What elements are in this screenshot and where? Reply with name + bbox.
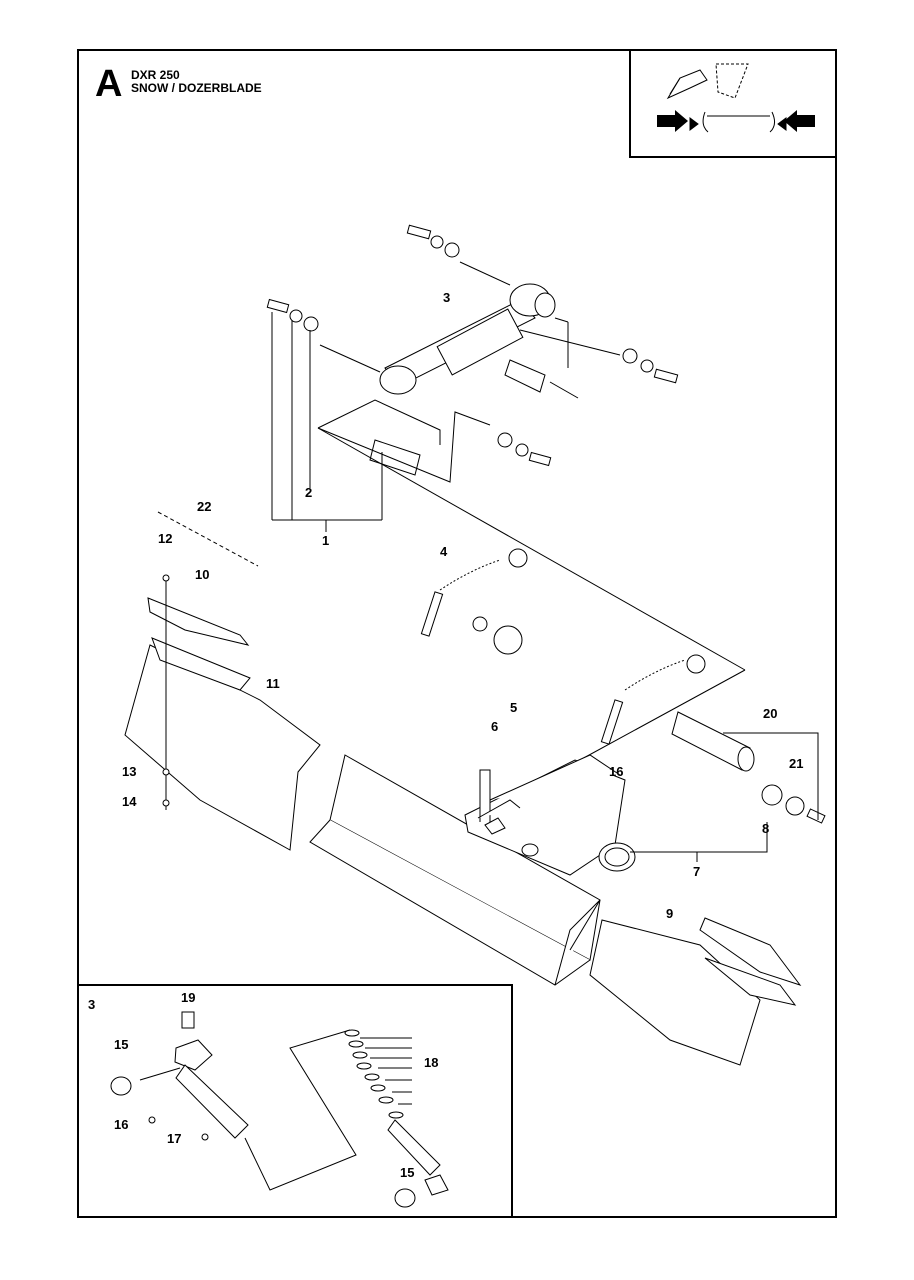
callout-10: 10 <box>195 567 209 582</box>
callout-16: 16 <box>609 764 623 779</box>
callout-17: 17 <box>167 1131 181 1146</box>
callout-16-b: 16 <box>114 1117 128 1132</box>
callout-19: 19 <box>181 990 195 1005</box>
callout-20: 20 <box>763 706 777 721</box>
hydraulic-cylinder <box>369 283 556 476</box>
linch-pins <box>420 548 706 745</box>
callout-3: 3 <box>443 290 450 305</box>
left-wing-blade <box>124 574 321 851</box>
dozer-blade <box>309 754 601 986</box>
callout-21: 21 <box>789 756 803 771</box>
detail-label: 3 <box>88 997 95 1012</box>
callout-6: 6 <box>491 719 498 734</box>
arrow-left-icon <box>784 110 815 132</box>
section-title: SNOW / DOZERBLADE <box>131 81 262 95</box>
callout-labels: 1 2 3 4 5 6 7 8 9 10 11 12 13 14 16 20 2… <box>122 290 803 921</box>
section-letter: A <box>95 63 123 105</box>
callout-15-b: 15 <box>400 1165 414 1180</box>
callout-13: 13 <box>122 764 136 779</box>
callout-4: 4 <box>440 544 448 559</box>
callout-5: 5 <box>510 700 517 715</box>
callout-12: 12 <box>158 531 172 546</box>
hardware-bolts <box>266 224 679 467</box>
model-name: DXR 250 <box>131 68 180 82</box>
callout-2: 2 <box>305 485 312 500</box>
callout-8: 8 <box>762 821 769 836</box>
detail-spring-stack <box>344 1029 449 1208</box>
right-wing-blade <box>589 917 802 1066</box>
orientation-inset <box>629 49 837 158</box>
callout-11: 11 <box>266 676 280 691</box>
callout-22: 22 <box>197 499 211 514</box>
pivot-pin <box>630 711 826 862</box>
callout-14: 14 <box>122 794 137 809</box>
leader-lines <box>157 261 746 761</box>
arrow-right-icon <box>657 110 688 132</box>
callout-15-a: 15 <box>114 1037 128 1052</box>
detail-inset-frame <box>77 984 513 1218</box>
callout-9: 9 <box>666 906 673 921</box>
callout-7: 7 <box>693 864 700 879</box>
detail-arm <box>110 1011 357 1191</box>
callout-18: 18 <box>424 1055 438 1070</box>
detail-callout-labels: 3 19 15 16 17 18 15 <box>88 990 438 1180</box>
orientation-icon <box>666 63 787 133</box>
callout-1: 1 <box>322 533 329 548</box>
blade-frame <box>464 754 636 876</box>
